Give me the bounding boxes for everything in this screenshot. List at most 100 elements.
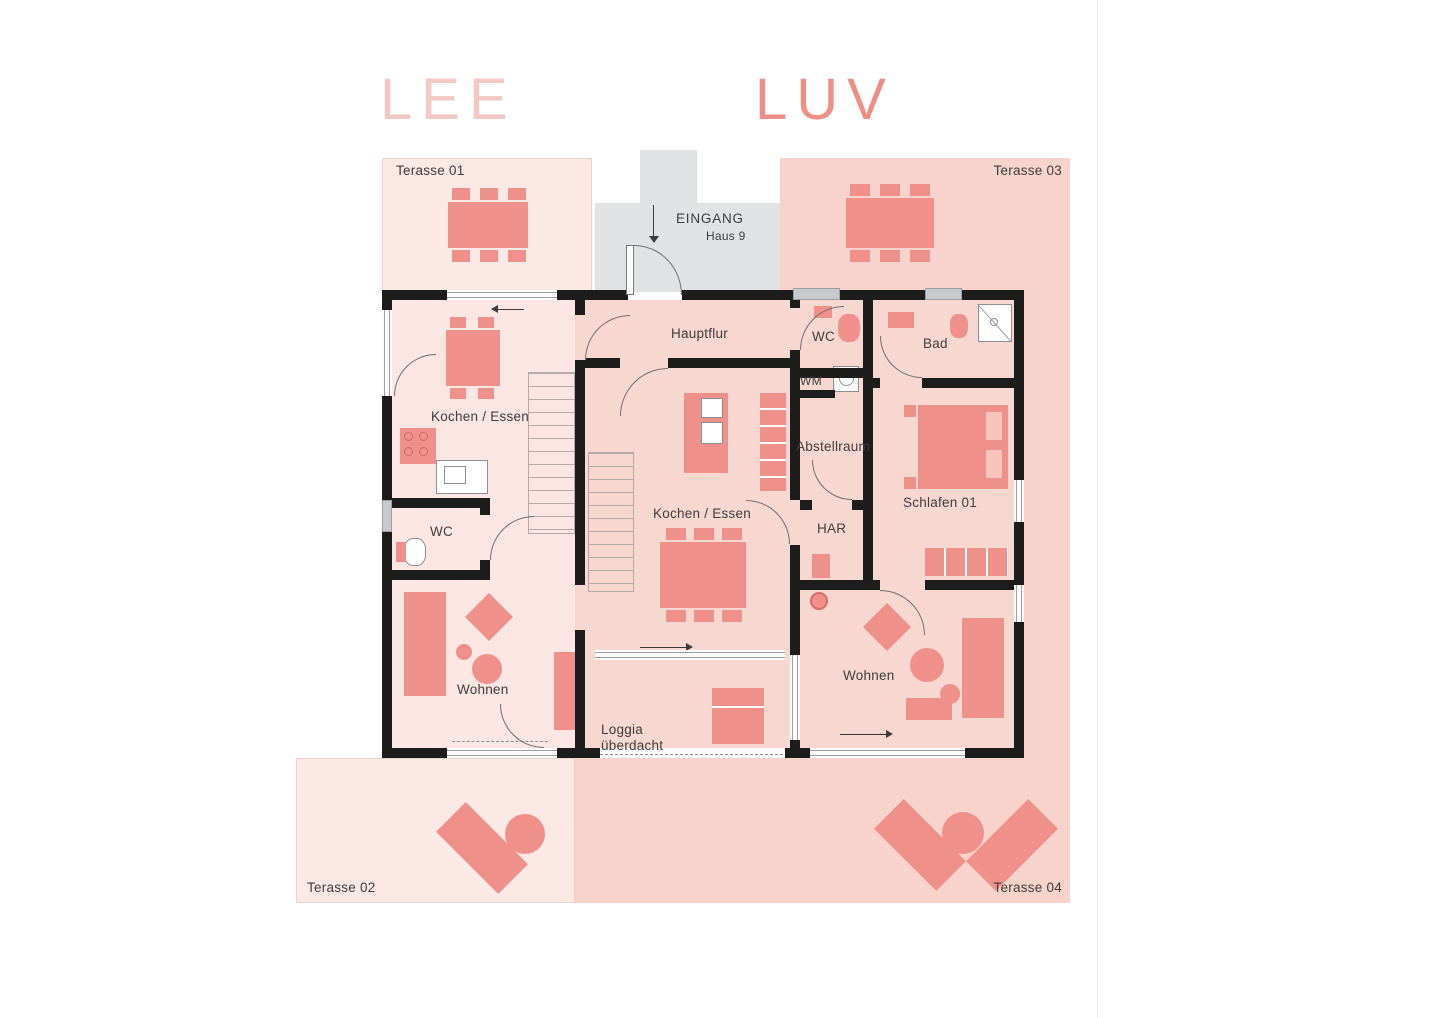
wall-segment [557, 290, 628, 300]
shower-drain-icon [990, 318, 998, 326]
direction-arrow-line [498, 309, 524, 310]
chair [850, 250, 870, 262]
pillow [986, 450, 1002, 478]
chair [452, 250, 470, 262]
room-label-bad: Bad [923, 336, 948, 351]
sliding-door-arrow-head [686, 643, 693, 651]
sliding-window [595, 650, 785, 660]
wall-segment [925, 580, 1014, 590]
chair [910, 250, 930, 262]
chair [880, 250, 900, 262]
entrance-arrow-line [653, 205, 654, 237]
bath-sink [888, 312, 914, 328]
room-label-wohnen-left: Wohnen [457, 682, 509, 697]
dining-table [846, 198, 934, 248]
island-sink [701, 398, 723, 418]
wall-segment [790, 390, 835, 398]
window [1014, 585, 1024, 622]
burner-icon [404, 432, 413, 441]
dashed-overhang-line [452, 741, 548, 742]
room-label-har: HAR [817, 521, 847, 536]
wall-segment [800, 500, 812, 510]
wall-segment [575, 360, 585, 585]
terrace-01-label: Terasse 01 [396, 163, 465, 178]
terrace-03-label: Terasse 03 [993, 163, 1062, 178]
unit-title-lee: LEE [380, 67, 517, 132]
wall-segment [557, 748, 600, 758]
room-label-wm: WM [800, 374, 822, 388]
burner-icon [419, 432, 428, 441]
entrance-sublabel: Haus 9 [706, 229, 746, 243]
chair [880, 184, 900, 196]
window-sill [925, 288, 962, 300]
wall-segment [1014, 522, 1024, 585]
window [1014, 480, 1024, 522]
side-table [456, 644, 472, 660]
round-table [505, 814, 545, 854]
wall-segment [682, 290, 793, 300]
tall-cabinet [760, 393, 786, 491]
island-hob [701, 422, 723, 444]
loggia-bench [712, 688, 764, 744]
sofa [962, 618, 1004, 718]
entrance-arrow-head [649, 236, 659, 243]
wall-segment [392, 498, 487, 508]
window [382, 310, 392, 396]
unit-title-luv: LUV [755, 67, 895, 132]
chair [452, 188, 470, 200]
chair [508, 188, 526, 200]
wc-sink [396, 542, 406, 562]
room-label-loggia-line2: überdacht [601, 738, 664, 753]
right-garden-strip [1024, 291, 1070, 758]
wall-segment [668, 358, 790, 368]
dining-table [448, 202, 528, 248]
dining-table [446, 330, 500, 386]
window-sill [382, 500, 392, 532]
nightstand [904, 405, 916, 417]
entrance-label: EINGANG [676, 211, 744, 226]
wall-segment [480, 560, 490, 578]
wall-segment [480, 498, 490, 515]
direction-arrow-head [491, 305, 498, 313]
sliding-door-arrow-line [840, 734, 886, 735]
nightstand [904, 477, 916, 489]
burner-icon [404, 447, 413, 456]
wall-segment [840, 290, 925, 300]
room-label-wohnen-right: Wohnen [843, 668, 895, 683]
wall-segment [852, 500, 863, 510]
wall-segment [790, 545, 800, 655]
chair [694, 610, 714, 622]
chair [910, 184, 930, 196]
chair [850, 184, 870, 196]
wall-segment [575, 630, 585, 748]
sliding-door-arrow-line [640, 647, 686, 648]
coffee-table [910, 648, 944, 682]
wall-segment [873, 378, 880, 388]
boiler-icon [810, 592, 828, 610]
tv-sideboard [554, 652, 576, 730]
sink [444, 466, 466, 484]
har-unit [812, 554, 830, 578]
chair [508, 250, 526, 262]
room-label-schlafen-01: Schlafen 01 [903, 495, 978, 510]
coffee-table [472, 654, 502, 684]
sofa [404, 592, 446, 696]
wall-segment [382, 748, 447, 758]
toilet [404, 538, 426, 566]
wall-segment [1014, 290, 1024, 480]
toilet [950, 314, 968, 338]
wall-segment [585, 358, 620, 368]
chair [478, 317, 494, 328]
room-label-kochen-essen-left: Kochen / Essen [431, 409, 530, 424]
chair [478, 388, 494, 399]
wall-segment [965, 748, 1024, 758]
staircase-left [528, 372, 575, 534]
window [810, 748, 965, 758]
wall-segment [785, 748, 810, 758]
room-label-hauptflur: Hauptflur [671, 326, 729, 341]
sheet-edge-line [1097, 0, 1098, 1018]
room-label-wc-right: WC [812, 329, 835, 344]
room-label-wc-left: WC [430, 524, 453, 539]
wall-segment [382, 532, 392, 758]
